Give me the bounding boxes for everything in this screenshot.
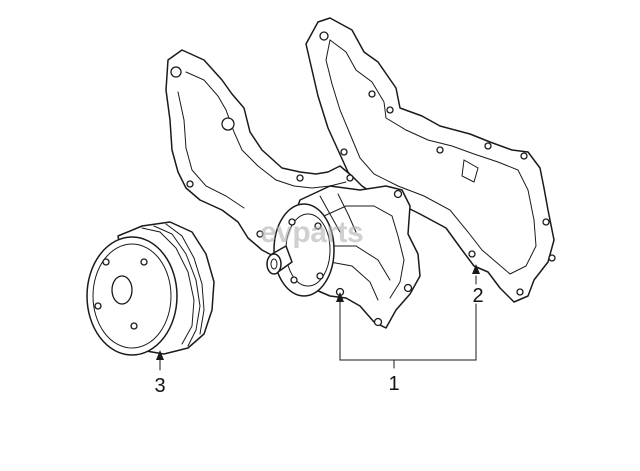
arrowhead [156, 350, 164, 360]
pulley[interactable] [86, 221, 215, 356]
water-pump[interactable] [165, 49, 421, 329]
arrowhead [472, 264, 480, 274]
gasket[interactable] [305, 17, 556, 303]
watermark: evparts [260, 216, 363, 249]
callout-3[interactable]: 3 [154, 375, 165, 397]
callout-2[interactable]: 2 [472, 285, 483, 307]
callout-1[interactable]: 1 [388, 373, 399, 395]
arrowhead [336, 292, 344, 302]
callout-leaders [156, 264, 480, 371]
